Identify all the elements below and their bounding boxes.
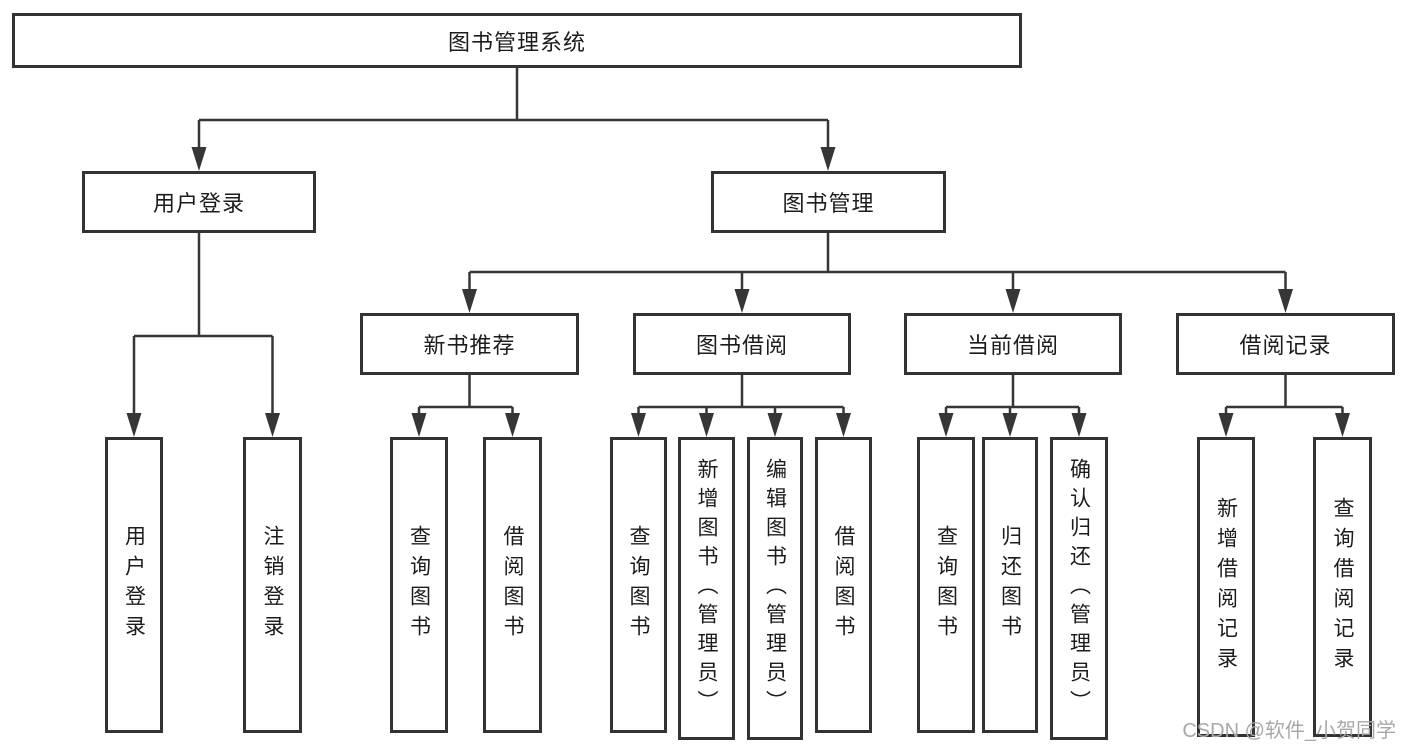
leaf-query-books-recommend: 查询图书 [390,437,448,733]
arrowheads [126,147,1350,437]
leaf-user-login: 用户登录 [105,437,163,733]
node-label: 用户登录 [122,525,146,645]
node-label: 图书借阅 [695,333,788,358]
node-label: 借阅记录 [1239,333,1332,358]
node-label: 借阅图书 [832,525,855,645]
node-user-login: 用户登录 [82,171,316,233]
node-label: 借阅图书 [501,525,524,645]
node-new-book-recommend: 新书推荐 [360,313,579,375]
node-label: 用户登录 [152,191,245,216]
node-label: 编辑图书（管理员） [763,458,787,719]
node-library-management-system: 图书管理系统 [12,13,1022,68]
watermark: CSDN @软件_小贺同学 [1182,720,1396,742]
leaf-query-books-borrowing: 查询图书 [610,437,667,733]
node-book-management: 图书管理 [711,171,946,233]
node-current-borrowing: 当前借阅 [904,313,1122,375]
leaf-add-book-admin: 新增图书（管理员） [678,437,735,740]
node-borrowing-records: 借阅记录 [1176,313,1395,375]
node-label: 归还图书 [998,525,1022,645]
node-label: 新增图书（管理员） [695,458,718,719]
node-book-borrowing: 图书借阅 [633,313,851,375]
node-label: 查询图书 [407,525,431,645]
node-label: 确认归还（管理员） [1067,458,1091,719]
node-label: 新书推荐 [423,333,516,358]
leaf-confirm-return-admin: 确认归还（管理员） [1050,437,1108,740]
node-label: 查询借阅记录 [1331,497,1354,677]
node-label: 图书管理 [782,191,875,216]
leaf-edit-book-admin: 编辑图书（管理员） [747,437,803,740]
leaf-borrow-books-recommend: 借阅图书 [483,437,542,733]
node-label: 查询图书 [934,525,958,645]
leaf-logout: 注销登录 [243,437,302,733]
leaf-return-book: 归还图书 [982,437,1038,733]
leaf-borrow-books-borrowing: 借阅图书 [815,437,872,733]
leaf-query-books-current: 查询图书 [917,437,975,733]
leaf-add-borrow-record: 新增借阅记录 [1197,437,1255,737]
node-label: 当前借阅 [966,333,1059,358]
node-label: 新增借阅记录 [1214,497,1238,677]
node-label: 查询图书 [627,525,650,645]
node-label: 注销登录 [261,525,284,645]
leaf-query-borrow-record: 查询借阅记录 [1313,437,1372,737]
node-label: 图书管理系统 [447,29,586,55]
